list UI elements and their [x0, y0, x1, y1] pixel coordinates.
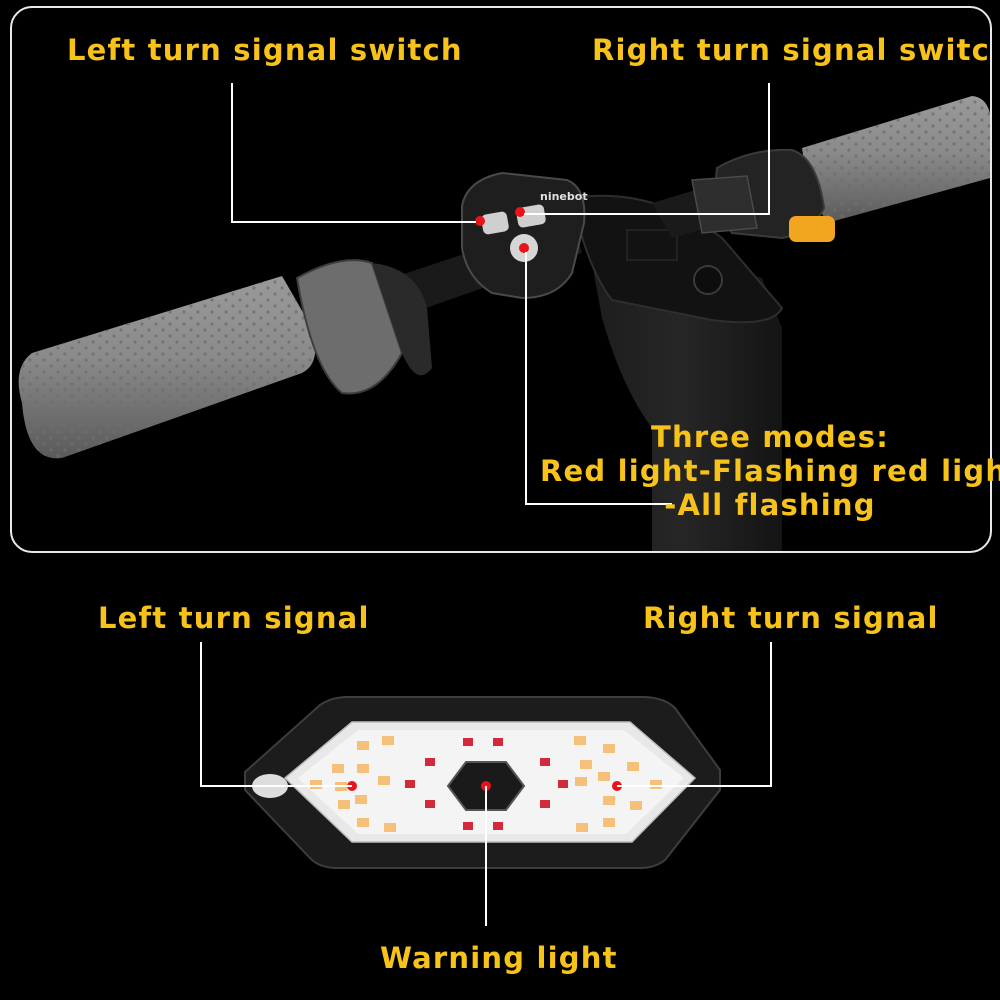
led — [598, 772, 610, 781]
left-switch-marker — [475, 216, 485, 226]
led — [338, 800, 350, 809]
modes-callout — [525, 252, 672, 505]
led — [384, 823, 396, 832]
throttle-housing — [691, 148, 835, 242]
led — [574, 736, 586, 745]
led — [580, 760, 592, 769]
led — [630, 801, 642, 810]
led — [405, 780, 415, 788]
red-led-group — [405, 738, 568, 830]
led — [355, 795, 367, 804]
warning-light-label: Warning light — [380, 941, 618, 975]
brand-text: ninebot — [540, 190, 588, 203]
led — [627, 762, 639, 771]
led — [357, 741, 369, 750]
led — [576, 823, 588, 832]
left-switch-callout — [231, 83, 476, 223]
led — [650, 780, 662, 789]
led — [603, 744, 615, 753]
led — [425, 758, 435, 766]
led — [310, 780, 322, 789]
turn-signal-switch-pod: ninebot — [461, 171, 588, 300]
right-switch-label: Right turn signal switch — [592, 33, 992, 67]
led — [463, 738, 473, 746]
right-grip — [802, 96, 990, 223]
right-signal-label: Right turn signal — [643, 601, 939, 635]
left-grip — [18, 276, 316, 459]
modes-description: Three modes: Red light-Flashing red ligh… — [540, 420, 1000, 522]
led — [332, 764, 344, 773]
left-signal-callout — [200, 642, 352, 787]
led — [575, 777, 587, 786]
led — [603, 796, 615, 805]
modes-line-1: Three modes: — [651, 420, 889, 454]
led — [493, 738, 503, 746]
handlebar-illustration: ninebot — [18, 83, 990, 551]
left-brake-ring — [295, 259, 432, 395]
throttle-trigger — [789, 216, 835, 242]
right-signal-callout — [617, 642, 772, 787]
left-signal-label: Left turn signal — [98, 601, 370, 635]
led — [382, 736, 394, 745]
led — [558, 780, 568, 788]
led — [493, 822, 503, 830]
power-button-icon — [693, 265, 723, 295]
led — [357, 818, 369, 827]
led — [540, 800, 550, 808]
handlebar-panel: ninebot Left turn signal switch Right tu… — [10, 6, 992, 553]
display-text-block — [626, 229, 678, 261]
modes-line-2: Red light-Flashing red light — [540, 454, 1000, 488]
right-switch-callout — [524, 83, 770, 215]
led — [378, 776, 390, 785]
left-switch-label: Left turn signal switch — [67, 33, 463, 67]
modes-line-3: -All flashing — [664, 488, 876, 522]
led — [357, 764, 369, 773]
mode-button-marker — [519, 243, 529, 253]
left-switch-button[interactable] — [480, 211, 509, 235]
right-amber-led-group — [574, 736, 662, 832]
led — [603, 818, 615, 827]
led — [425, 800, 435, 808]
led — [463, 822, 473, 830]
right-switch-marker — [515, 207, 525, 217]
led — [540, 758, 550, 766]
